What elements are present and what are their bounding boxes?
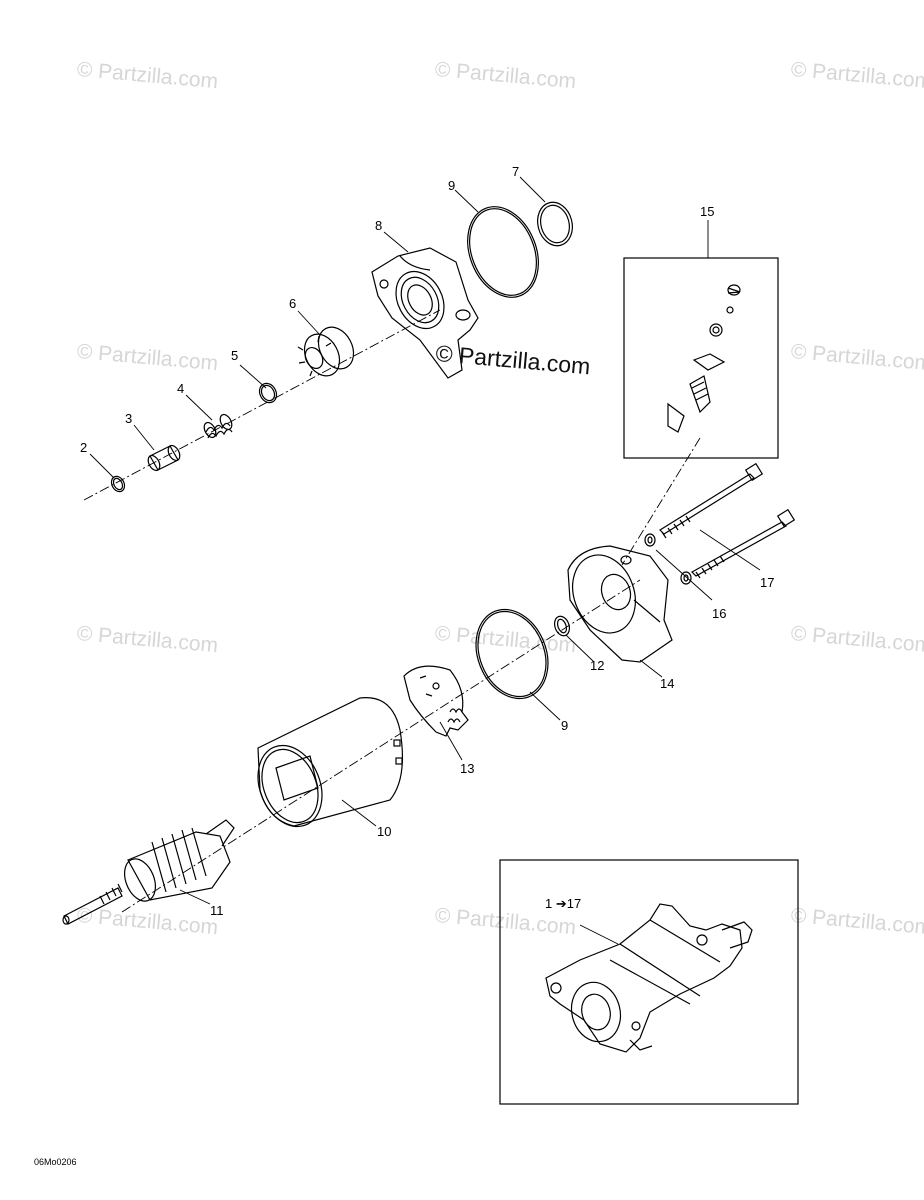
through-bolt-17 xyxy=(659,462,796,579)
callout-6: 6 xyxy=(289,296,297,311)
callout-1-17: 1 ➔17 xyxy=(545,896,582,911)
assembly-inset xyxy=(499,859,799,1105)
terminal-kit-15 xyxy=(623,257,779,459)
leader-lines xyxy=(89,176,761,945)
axis-lines xyxy=(83,309,701,913)
callout-14: 14 xyxy=(660,676,675,691)
callout-15: 15 xyxy=(700,204,715,219)
callout-16: 16 xyxy=(712,606,727,621)
lock-washer-16 xyxy=(644,533,692,585)
callout-10: 10 xyxy=(377,824,392,839)
ring-5 xyxy=(258,382,278,404)
o-ring-9 xyxy=(475,608,549,700)
callout-8: 8 xyxy=(375,218,383,233)
o-ring-7 xyxy=(537,201,573,247)
armature-11 xyxy=(62,819,235,925)
o-ring-9 xyxy=(467,206,539,298)
washer-12 xyxy=(553,615,571,637)
callout-9: 9 xyxy=(561,718,569,733)
callout-13: 13 xyxy=(460,761,475,776)
ring-2 xyxy=(110,475,126,493)
drive-gear-6 xyxy=(297,326,355,377)
callout-9: 9 xyxy=(448,178,456,193)
callout-4: 4 xyxy=(177,381,185,396)
callout-7: 7 xyxy=(512,164,520,179)
starter-frame-10 xyxy=(257,697,404,828)
callout-12: 12 xyxy=(590,658,605,673)
end-cover-14 xyxy=(567,545,673,663)
callout-11: 11 xyxy=(210,903,224,918)
callout-17: 17 xyxy=(760,575,775,590)
callout-2: 2 xyxy=(80,440,88,455)
drawing-code: 06Mo0206 xyxy=(34,1157,77,1167)
spring-4 xyxy=(203,413,233,439)
callout-3: 3 xyxy=(125,411,133,426)
callout-5: 5 xyxy=(231,348,239,363)
brush-plate-13 xyxy=(403,665,469,737)
drive-housing-8 xyxy=(371,247,479,379)
bushing-3 xyxy=(147,444,181,472)
